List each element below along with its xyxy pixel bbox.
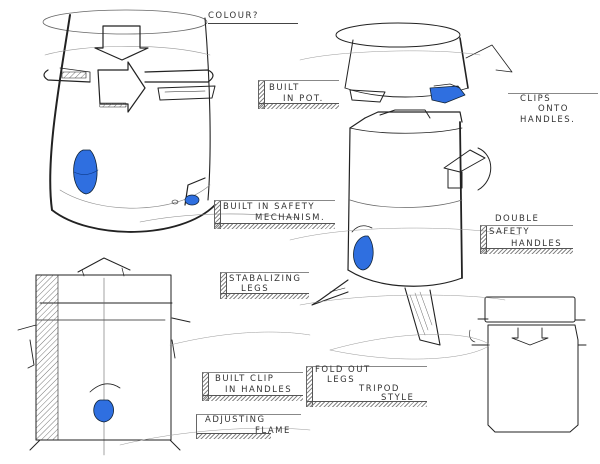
label-built-in-safety: BUILT IN SAFETY MECHANISM. (214, 200, 335, 229)
label-line: DOUBLE (495, 214, 540, 224)
label-adjusting-flame: ADJUSTING FLAME (196, 414, 301, 439)
label-line: HANDLES (511, 239, 563, 249)
front-view-sketch-bottom-left (17, 257, 191, 456)
label-line: ONTO (538, 104, 569, 114)
stove-sketch-right (289, 22, 521, 346)
front-view-sketch-bottom-right (469, 296, 587, 433)
label-line: LEGS (327, 375, 356, 385)
label-built-in-pot: BUILT IN POT. (258, 80, 339, 109)
label-stabalizing-legs: STABALIZING LEGS (220, 272, 309, 299)
label-clips-onto-handles: CLIPS ONTO HANDLES. (508, 93, 598, 128)
label-line: SAFETY (489, 227, 531, 237)
label-built-clip: BUILT CLIP IN HANDLES (202, 372, 303, 401)
label-line: STABALIZING (229, 274, 302, 284)
label-line: BUILT IN SAFETY (223, 202, 316, 212)
label-colour-text: COLOUR? (208, 11, 259, 21)
label-line: IN POT. (283, 94, 324, 104)
label-line: BUILT (269, 83, 300, 93)
label-line: STYLE (381, 393, 415, 403)
front-knob-icon (93, 399, 114, 423)
label-double-safety: DOUBLE SAFETY HANDLES (480, 214, 573, 254)
label-line: MECHANISM. (255, 213, 326, 223)
label-line: BUILT CLIP (215, 374, 275, 384)
label-line: IN HANDLES (225, 385, 293, 395)
label-line: FOLD OUT (315, 365, 371, 375)
label-line: TRIPOD (359, 384, 400, 394)
label-line: ADJUSTING (205, 415, 266, 425)
flame-knob-icon (73, 149, 99, 195)
label-line: CLIPS (520, 94, 552, 104)
label-line: HANDLES. (520, 115, 576, 125)
label-colour: COLOUR? (208, 11, 298, 24)
label-line: FLAME (255, 426, 291, 436)
safety-button-icon (184, 194, 200, 206)
pot-clip-icon (429, 85, 466, 104)
construction-lines (119, 294, 506, 446)
label-line: LEGS (241, 284, 270, 294)
stove-knob-icon (353, 235, 374, 271)
pot-sketch-top-left (42, 9, 301, 233)
label-fold-out-legs: FOLD OUT LEGS TRIPOD STYLE (306, 365, 427, 407)
